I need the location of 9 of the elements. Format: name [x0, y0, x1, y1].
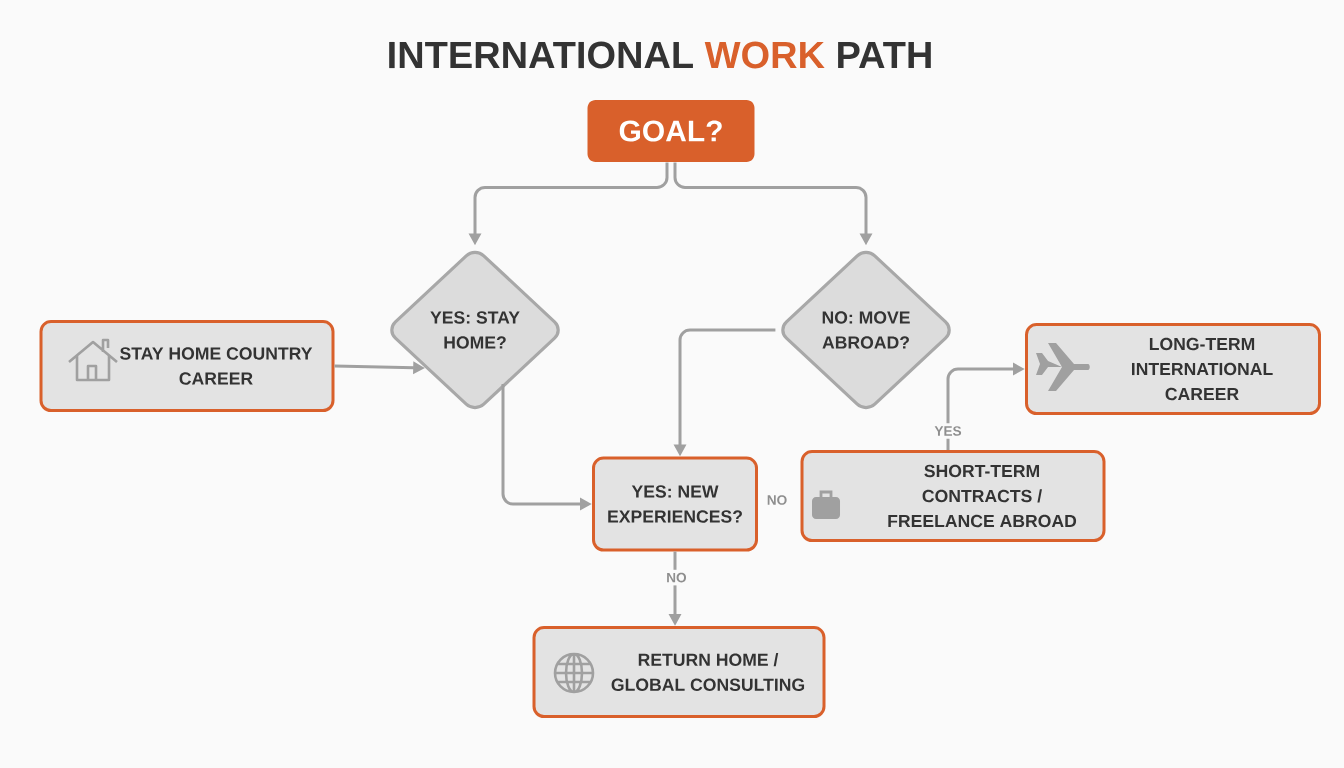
process-box: LONG-TERM INTERNATIONAL CAREER — [1025, 323, 1321, 415]
title: INTERNATIONAL WORK PATH — [389, 41, 931, 69]
edge-label: YES — [931, 423, 965, 439]
process-box: RETURN HOME / GLOBAL CONSULTING — [532, 626, 826, 718]
branch-label: NO — [767, 495, 787, 505]
process-box: STAY HOME COUNTRY CAREER — [39, 320, 335, 412]
start-box: GOAL? — [587, 100, 755, 162]
process-box: SHORT-TERM CONTRACTS / FREELANCE ABROAD — [800, 450, 1106, 542]
process-box: YES: NEW EXPERIENCES? — [592, 456, 758, 552]
